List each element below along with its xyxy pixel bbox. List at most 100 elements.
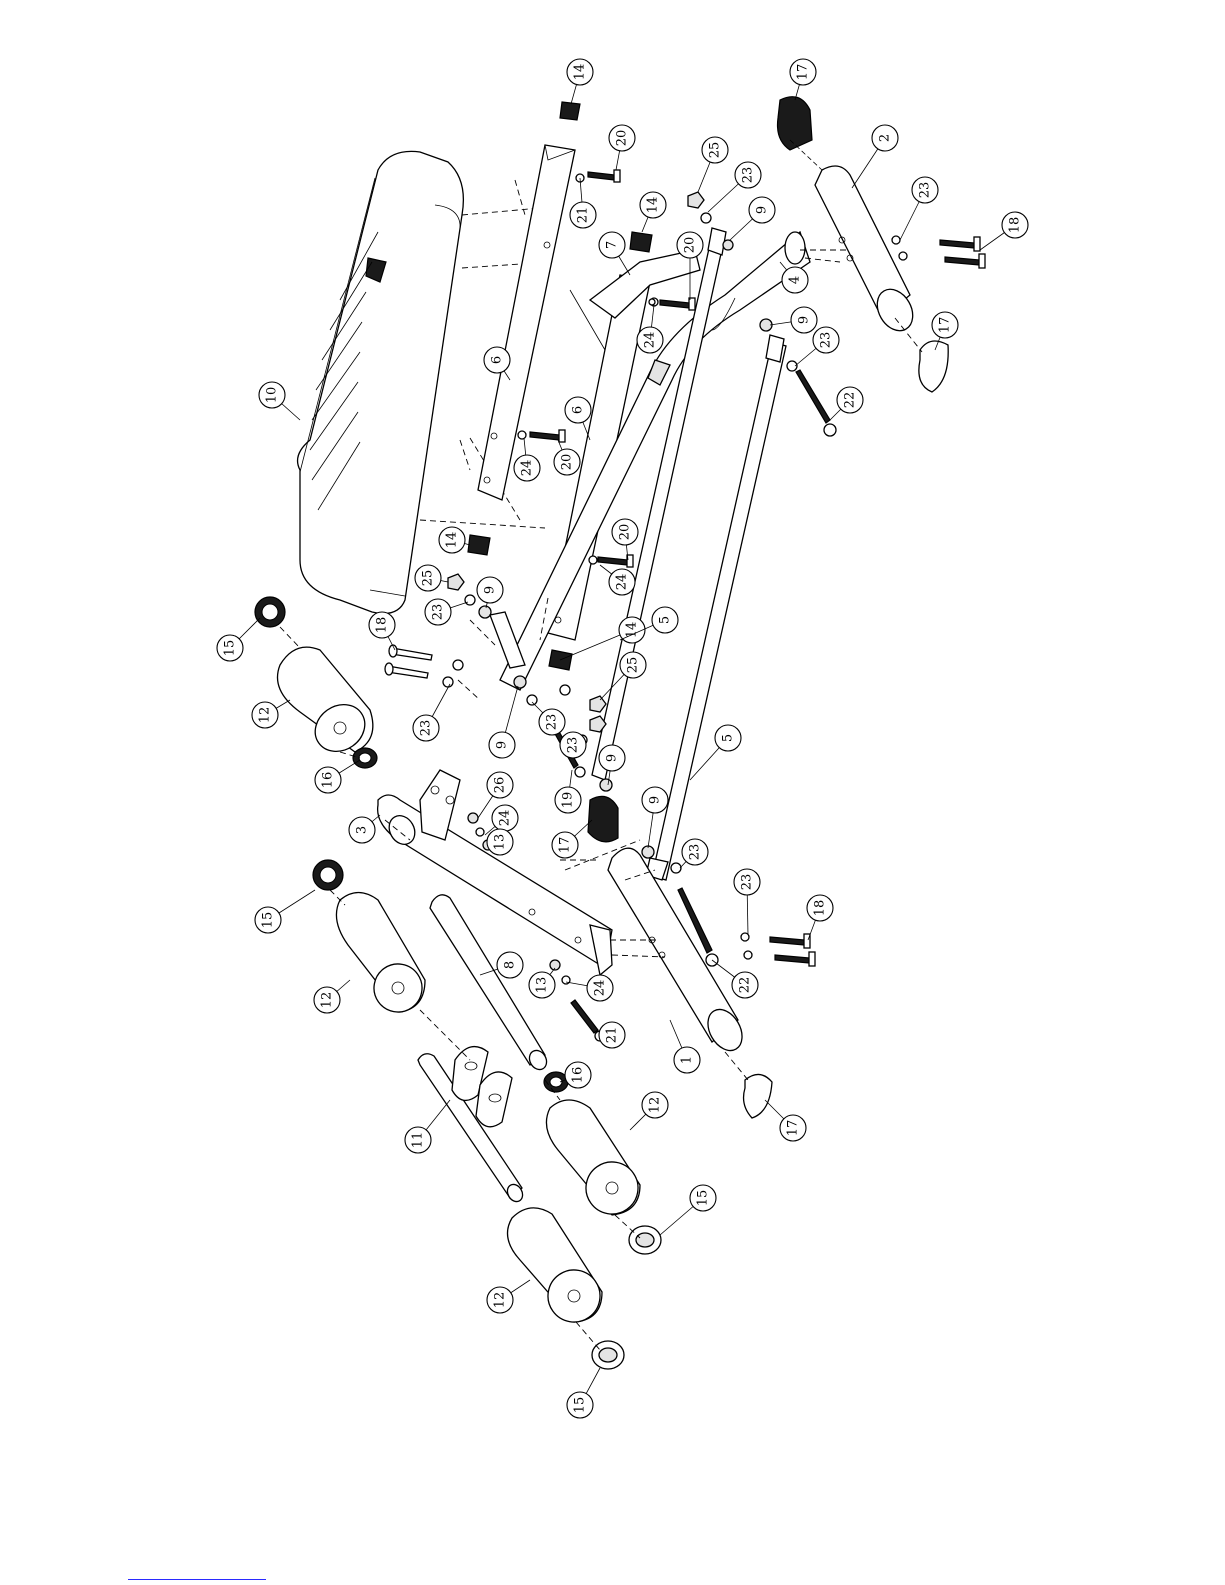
part-10-seat-pad [298,151,464,613]
callout-number: 20 [683,237,698,254]
part-14-plug-a [560,102,580,120]
callout-number: 9 [797,316,812,324]
callout-number: 14 [573,64,588,81]
callout-23: 23 [425,599,468,625]
callout-23: 23 [734,869,760,935]
callout-number: 23 [740,874,755,891]
part-16-bushing-upper [353,748,377,768]
callout-15: 15 [660,1185,716,1235]
part-14-plug-c [468,535,490,555]
callout-number: 23 [566,737,581,754]
callout-15: 15 [255,890,315,933]
callout-number: 17 [796,64,811,81]
callout-18: 18 [980,212,1028,250]
callout-24: 24 [514,438,540,481]
callout-number: 23 [545,714,560,731]
part-15-roller-cap-c [629,1226,661,1254]
callout-number: 24 [498,810,513,827]
callout-15: 15 [567,1368,600,1418]
callout-10: 10 [259,382,300,420]
callout-number: 12 [258,707,273,724]
callout-23: 23 [532,702,565,735]
callout-12: 12 [630,1092,668,1130]
callout-14: 14 [640,192,666,232]
callout-number: 8 [503,961,518,969]
callout-number: 6 [490,356,505,364]
callout-6: 6 [565,397,591,440]
callout-number: 24 [615,574,630,591]
callout-23: 23 [900,177,938,240]
callout-23: 23 [560,732,586,758]
callout-number: 13 [493,834,508,851]
part-17-end-cap-front-top [588,796,618,841]
callout-number: 1 [680,1056,695,1064]
callout-number: 24 [643,332,658,349]
callout-number: 14 [625,622,640,639]
callout-17: 17 [765,1100,806,1141]
callout-14: 14 [439,527,470,553]
callout-number: 22 [843,392,858,409]
callout-number: 20 [560,454,575,471]
callout-number: 23 [431,604,446,621]
callout-number: 6 [571,406,586,414]
callout-number: 17 [786,1120,801,1137]
callout-12: 12 [487,1280,530,1313]
callout-18: 18 [807,895,833,940]
callout-24: 24 [600,565,635,595]
callout-number: 15 [223,640,238,657]
callout-7: 7 [599,232,630,275]
callout-number: 23 [688,844,703,861]
callout-number: 23 [741,167,756,184]
part-12-roller-middle [546,1100,648,1224]
callout-20: 20 [554,440,580,475]
callout-12: 12 [314,980,350,1013]
callout-9: 9 [477,577,503,608]
part-15-roller-cap-b [313,860,343,890]
callout-9: 9 [489,686,518,758]
callout-number: 17 [558,837,573,854]
callout-21: 21 [570,178,596,228]
part-16-bushing-lower [544,1072,568,1092]
footer-rule [128,1579,266,1580]
callout-1: 1 [670,1020,700,1073]
callout-23: 23 [413,684,450,741]
callout-number: 18 [1008,217,1023,234]
part-15-roller-cap-a [255,597,285,627]
callout-number: 23 [419,720,434,737]
callout-number: 23 [918,182,933,199]
part-11-adjuster-plate [418,1047,526,1205]
callout-number: 9 [755,206,770,214]
callout-14: 14 [567,59,593,104]
callout-number: 2 [878,134,893,142]
callout-number: 20 [618,524,633,541]
callout-16: 16 [315,760,360,793]
callout-number: 9 [483,586,498,594]
callout-number: 18 [813,900,828,917]
callout-3: 3 [349,815,380,843]
callout-number: 21 [605,1027,620,1044]
callout-18: 18 [369,612,395,650]
callout-2: 2 [852,125,898,188]
callout-number: 22 [738,977,753,994]
callout-24: 24 [566,975,613,1001]
part-12-roller-upper [278,647,374,761]
part-17-end-cap-front-bottom [725,1052,772,1118]
callout-number: 12 [320,992,335,1009]
callout-25: 25 [415,565,448,591]
part-12-roller-bottom [508,1208,611,1332]
callout-9: 9 [770,307,817,333]
callout-15: 15 [217,618,260,661]
callout-number: 25 [421,570,436,587]
callout-25: 25 [698,137,728,192]
part-17-end-cap-rear-top [778,97,823,170]
callout-23: 23 [680,839,708,868]
callout-9: 9 [730,197,775,240]
callout-number: 14 [646,197,661,214]
callout-number: 10 [265,387,280,404]
callout-number: 17 [938,317,953,334]
callout-number: 20 [615,130,630,147]
callout-22: 22 [830,387,863,420]
callout-number: 15 [696,1190,711,1207]
callout-17: 17 [790,59,816,100]
